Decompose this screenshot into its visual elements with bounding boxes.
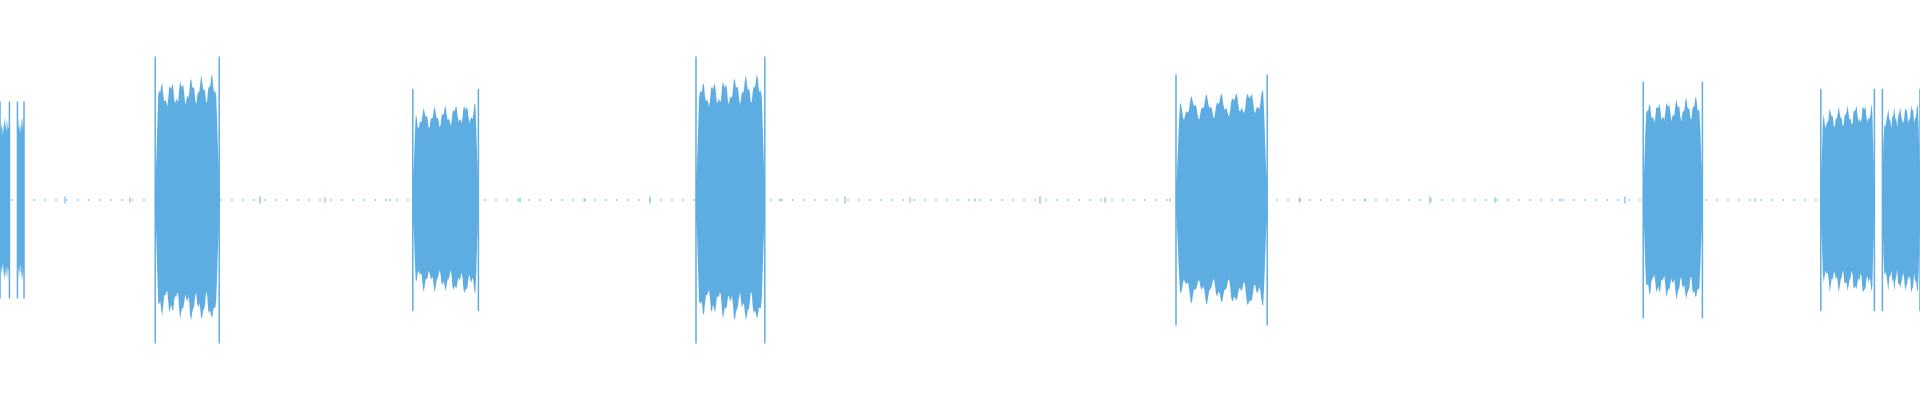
waveform-burst xyxy=(696,73,765,321)
waveform-burst xyxy=(155,74,220,321)
waveform-burst xyxy=(17,117,24,282)
waveform-bursts xyxy=(0,56,1920,344)
waveform-burst xyxy=(1643,97,1703,300)
waveform-burst xyxy=(412,103,479,294)
waveform-burst xyxy=(1176,90,1268,306)
waveform-burst xyxy=(0,114,10,284)
waveform-burst xyxy=(1820,103,1875,293)
waveform-burst xyxy=(1882,104,1920,294)
